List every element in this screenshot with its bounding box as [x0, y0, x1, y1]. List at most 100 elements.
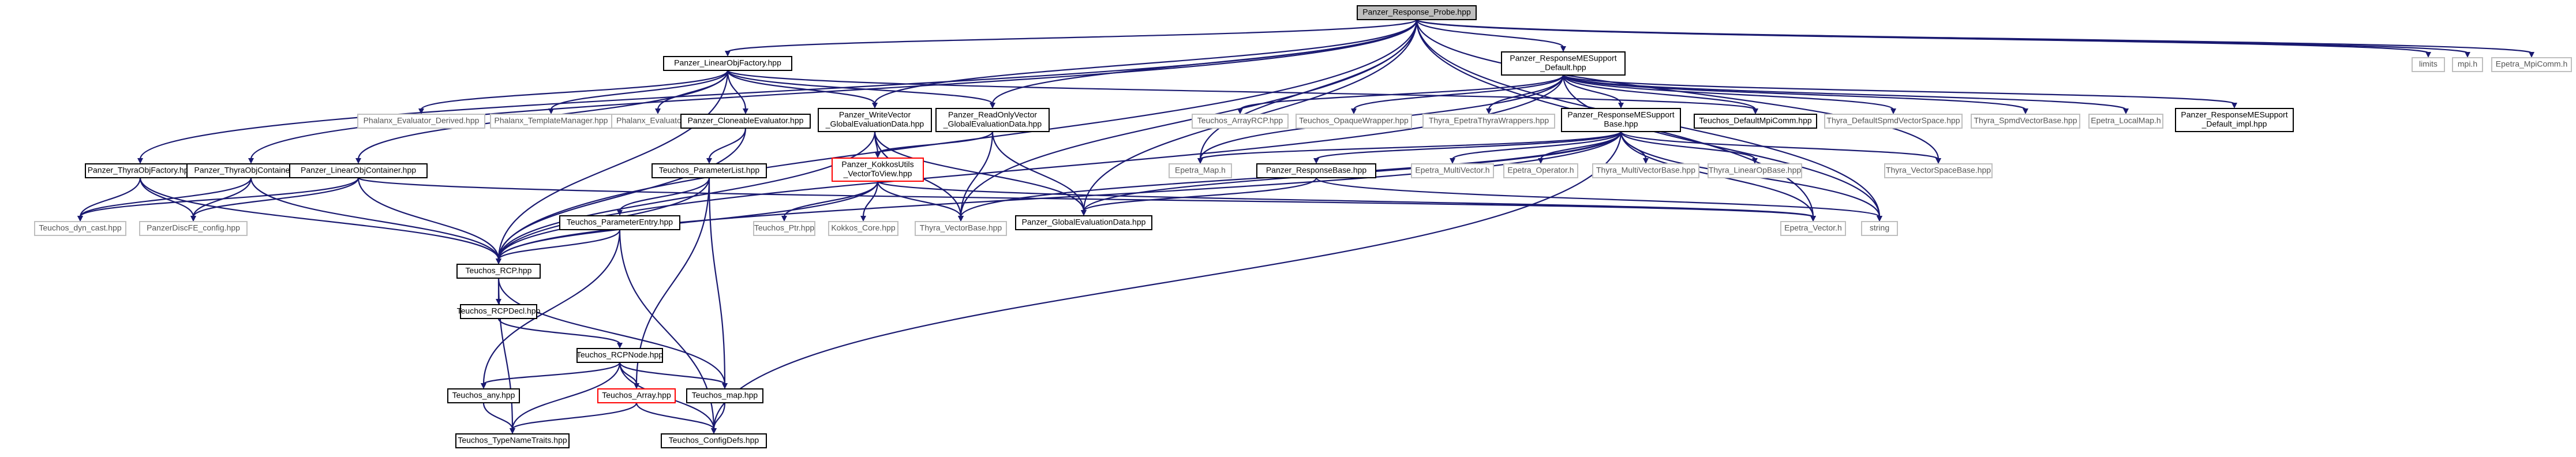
- node-label: _Default.hpp: [1540, 63, 1586, 72]
- node-readonly[interactable]: Panzer_ReadOnlyVector_GlobalEvaluationDa…: [935, 108, 1050, 132]
- node-root[interactable]: Panzer_Response_Probe.hpp: [1357, 5, 1477, 20]
- node-loc[interactable]: Panzer_LinearObjContainer.hpp: [289, 163, 428, 178]
- node-label: Teuchos_RCPNode.hpp: [576, 350, 663, 359]
- node-mpih[interactable]: mpi.h: [2452, 57, 2483, 72]
- node-string[interactable]: string: [1861, 221, 1898, 236]
- node-label: Panzer_LinearObjContainer.hpp: [301, 166, 416, 175]
- node-thyra_vecbase[interactable]: Thyra_VectorBase.hpp: [915, 221, 1007, 236]
- edge-root-to-thyra_objcontainer: [250, 19, 1418, 160]
- node-epetra_mpicomm[interactable]: Epetra_MpiComm.h: [2491, 57, 2572, 72]
- node-label: Teuchos_DefaultMpiComm.hpp: [1699, 116, 1812, 125]
- node-rcpnode[interactable]: Teuchos_RCPNode.hpp: [576, 348, 663, 363]
- node-thyra_multivecbase[interactable]: Thyra_MultiVectorBase.hpp: [1592, 163, 1699, 178]
- edge-thyra_objfactory-to-teuchos_dyncast: [79, 177, 141, 218]
- node-teuchos_any[interactable]: Teuchos_any.hpp: [447, 388, 520, 403]
- node-label: Kokkos_Core.hpp: [831, 223, 896, 233]
- node-epetra_vector[interactable]: Epetra_Vector.h: [1780, 221, 1846, 236]
- node-phalanx_evalderived[interactable]: Phalanx_Evaluator_Derived.hpp: [357, 114, 485, 129]
- node-box: [85, 163, 196, 178]
- edge-rme_base-to-thyra_linearopbase: [1620, 131, 1756, 160]
- node-teuchos_defaultmpicomm[interactable]: Teuchos_DefaultMpiComm.hpp: [1694, 114, 1817, 129]
- node-teuchos_ptr[interactable]: Teuchos_Ptr.hpp: [753, 221, 815, 236]
- node-config_defs[interactable]: Teuchos_ConfigDefs.hpp: [661, 433, 767, 448]
- edge-arrowhead: [77, 216, 83, 222]
- node-label: limits: [2419, 59, 2438, 69]
- node-teuchos_map[interactable]: Teuchos_map.hpp: [686, 388, 763, 403]
- node-label: Panzer_ResponseMESupport: [1567, 110, 1674, 119]
- edge-rme-to-teuchos_defaultmpicomm: [1562, 74, 1757, 110]
- edge-arrowhead: [711, 428, 717, 434]
- node-thyra_spmdvecbase[interactable]: Thyra_SpmdVectorBase.hpp: [1971, 114, 2080, 129]
- node-writevec[interactable]: Panzer_WriteVector_GlobalEvaluationData.…: [818, 108, 932, 132]
- edge-root-to-readonly: [991, 19, 1418, 104]
- node-epetra_multivector[interactable]: Epetra_MultiVector.h: [1411, 163, 1494, 178]
- node-type_name_traits[interactable]: Teuchos_TypeNameTraits.hpp: [455, 433, 570, 448]
- node-label: Teuchos_ArrayRCP.hpp: [1197, 116, 1283, 125]
- node-rcpdecl[interactable]: Teuchos_RCPDecl.hpp: [457, 304, 541, 319]
- node-box: [2175, 108, 2294, 132]
- edge-rme-to-epetra_localmap: [1562, 74, 2127, 111]
- edge-lof-to-writevec: [727, 70, 876, 104]
- node-lof[interactable]: Panzer_LinearObjFactory.hpp: [663, 56, 792, 71]
- node-thyra_vecspacebase[interactable]: Thyra_VectorSpaceBase.hpp: [1884, 163, 1993, 178]
- node-box: [828, 221, 898, 236]
- edge-teuchos_array-to-config_defs: [635, 402, 715, 430]
- edge-rcp-to-teuchos_map: [497, 278, 726, 385]
- edge-thyra_objfactory-to-rcp: [139, 177, 500, 260]
- edge-teuchos_map-to-config_defs: [713, 402, 726, 430]
- node-global_eval_data[interactable]: Panzer_GlobalEvaluationData.hpp: [1015, 215, 1152, 230]
- node-label: _VectorToView.hpp: [843, 169, 912, 178]
- node-box: [455, 433, 570, 448]
- edge-rme-to-teuchos_arrayrcp: [1239, 74, 1564, 111]
- node-epetra_operator[interactable]: Epetra_Operator.h: [1503, 163, 1578, 178]
- edge-kokkos_utils-to-epetra_vector: [877, 181, 1814, 218]
- edge-arrowhead: [781, 216, 787, 222]
- node-rcp[interactable]: Teuchos_RCP.hpp: [456, 264, 541, 279]
- node-limits[interactable]: limits: [2412, 57, 2445, 72]
- node-thyra_epetrawrap[interactable]: Thyra_EpetraThyraWrappers.hpp: [1422, 114, 1555, 129]
- node-teuchos_array[interactable]: Teuchos_Array.hpp: [597, 388, 676, 403]
- edge-arrowhead: [743, 108, 748, 114]
- node-param_entry[interactable]: Teuchos_ParameterEntry.hpp: [559, 215, 680, 230]
- node-thyra_linearopbase[interactable]: Thyra_LinearOpBase.hpp: [1708, 163, 1802, 178]
- edge-arrowhead: [722, 383, 728, 389]
- node-box: [1503, 163, 1578, 178]
- node-thyra_objfactory[interactable]: Panzer_ThyraObjFactory.hpp: [85, 163, 196, 178]
- edge-rme-to-string: [1562, 74, 1881, 218]
- node-teuchos_opaque[interactable]: Teuchos_OpaqueWrapper.hpp: [1296, 114, 1412, 129]
- node-response_base[interactable]: Panzer_ResponseBase.hpp: [1256, 163, 1376, 178]
- node-kokkos_core[interactable]: Kokkos_Core.hpp: [828, 221, 898, 236]
- edge-rcpnode-to-type_name_traits: [511, 362, 621, 430]
- node-thyra_defspmd[interactable]: Thyra_DefaultSpmdVectorSpace.hpp: [1824, 114, 1963, 129]
- edge-arrowhead: [617, 210, 623, 216]
- node-box: [1884, 163, 1993, 178]
- node-label: Phalanx_TemplateManager.hpp: [495, 116, 608, 125]
- edge-thyra_objcontainer-to-rcp: [250, 177, 500, 260]
- node-box: [447, 388, 520, 403]
- node-label: Teuchos_TypeNameTraits.hpp: [458, 436, 567, 445]
- edge-readonly-to-global_eval_data: [991, 131, 1085, 212]
- node-rme_mpl[interactable]: Panzer_ResponseMESupport_Default_impl.hp…: [2175, 108, 2294, 132]
- node-kokkos_utils[interactable]: Panzer_KokkosUtils_VectorToView.hpp: [832, 158, 924, 182]
- node-panzer_dof_config[interactable]: PanzerDiscFE_config.hpp: [139, 221, 248, 236]
- node-cloneable[interactable]: Panzer_CloneableEvaluator.hpp: [680, 114, 811, 129]
- node-box: [1015, 215, 1152, 230]
- node-box: [559, 215, 680, 230]
- node-param_list[interactable]: Teuchos_ParameterList.hpp: [652, 163, 767, 178]
- node-label: Panzer_ThyraObjContainer.hpp: [194, 166, 308, 175]
- node-label: Panzer_KokkosUtils: [841, 160, 913, 169]
- node-epetra_map[interactable]: Epetra_Map.h: [1169, 163, 1232, 178]
- node-epetra_localmap[interactable]: Epetra_LocalMap.h: [2088, 114, 2163, 129]
- node-label: Teuchos_OpaqueWrapper.hpp: [1299, 116, 1409, 125]
- node-box: [832, 158, 924, 182]
- node-teuchos_dyncast[interactable]: Teuchos_dyn_cast.hpp: [34, 221, 126, 236]
- node-label: Teuchos_map.hpp: [692, 391, 758, 400]
- edge-layer: [77, 18, 2534, 434]
- node-rme[interactable]: Panzer_ResponseMESupport_Default.hpp: [1501, 51, 1626, 76]
- node-teuchos_arrayrcp[interactable]: Teuchos_ArrayRCP.hpp: [1192, 114, 1289, 129]
- node-phalanx_tm[interactable]: Phalanx_TemplateManager.hpp: [490, 114, 612, 129]
- node-box: [1708, 163, 1802, 178]
